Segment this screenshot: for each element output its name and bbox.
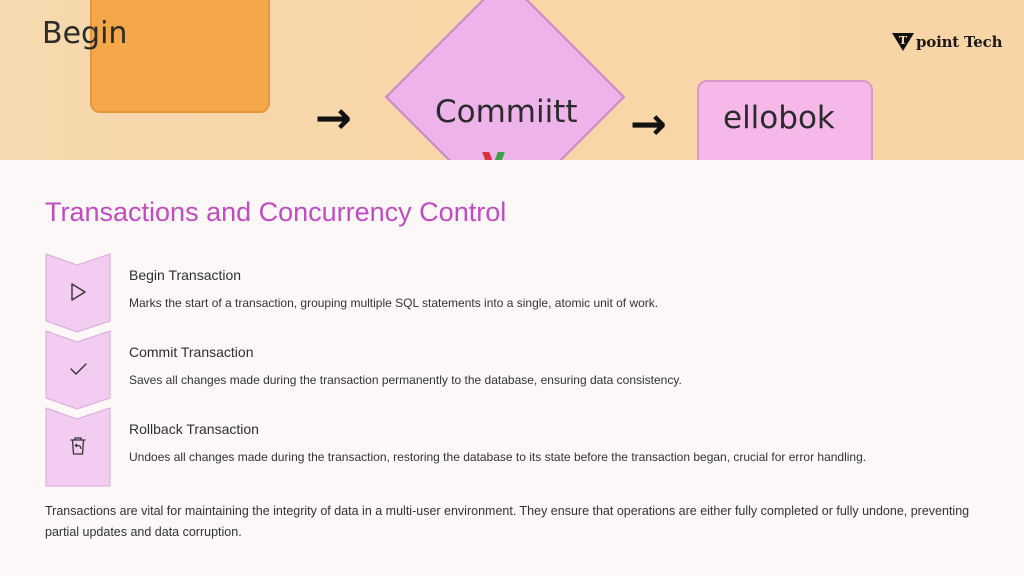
step-title: Begin Transaction: [129, 267, 242, 283]
step-description: Undoes all changes made during the trans…: [129, 450, 867, 464]
rollback-box: [697, 80, 873, 160]
logo-text: point Tech: [916, 33, 1003, 51]
play-icon: [67, 281, 89, 303]
summary-paragraph: Transactions are vital for maintaining t…: [45, 504, 970, 539]
step-commit-transaction: Commit Transaction Saves all changes mad…: [45, 330, 985, 410]
begin-box: [90, 0, 270, 113]
step-title: Rollback Transaction: [129, 421, 259, 437]
step-description: Saves all changes made during the transa…: [129, 373, 682, 387]
trash-undo-icon: [67, 435, 89, 457]
arrow-right-icon: →: [315, 93, 352, 144]
logo-mark-letter: T: [899, 34, 908, 47]
step-description: Marks the start of a transaction, groupi…: [129, 296, 659, 310]
step-title: Commit Transaction: [129, 344, 254, 360]
check-icon: [67, 358, 89, 380]
commit-diamond: [384, 0, 626, 160]
begin-label: Begin: [42, 16, 128, 51]
chevron-shape: [45, 407, 111, 487]
brand-logo: T point Tech: [892, 31, 1002, 53]
step-rollback-transaction: Rollback Transaction Undoes all changes …: [45, 407, 985, 487]
chevron-shape: [45, 330, 111, 410]
header-illustration: Begin → Commiitt → ellobok T point Tech: [0, 0, 1024, 160]
step-begin-transaction: Begin Transaction Marks the start of a t…: [45, 253, 985, 333]
commit-label: Commiitt: [435, 94, 578, 130]
chevron-shape: [45, 253, 111, 333]
page-title: Transactions and Concurrency Control: [45, 197, 507, 227]
logo-mark-icon: T: [892, 32, 914, 52]
decorative-marks: [482, 152, 514, 160]
arrow-right-icon: →: [630, 99, 667, 150]
rollback-label: ellobok: [723, 100, 835, 136]
